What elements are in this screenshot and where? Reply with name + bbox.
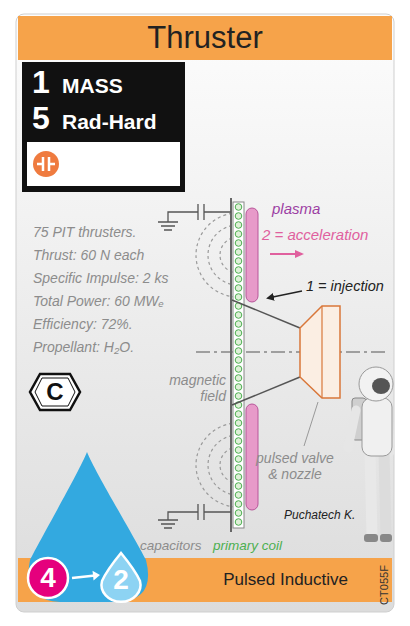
- spec-line: Thrust: 60 N each: [33, 247, 144, 263]
- type-band: Pulsed Inductive: [18, 558, 392, 602]
- capacitor-symbol: [158, 204, 231, 230]
- hexagon-badge: C: [28, 372, 82, 412]
- leader-line: [304, 402, 318, 446]
- nozzle-cone: [232, 300, 300, 328]
- rad-hard-label: Rad-Hard: [62, 110, 157, 134]
- spec-line: Efficiency: 72%.: [33, 316, 133, 332]
- mass-value: 1: [32, 64, 50, 101]
- card-ground: [16, 14, 394, 612]
- spec-line: Specific Impulse: 2 ks: [33, 270, 168, 286]
- coil-winding: [235, 438, 242, 445]
- coil-winding: [235, 447, 242, 454]
- astronaut-figure: [380, 534, 392, 542]
- valve-label: pulsed valve & nozzle: [252, 450, 338, 482]
- coil-winding: [235, 231, 242, 238]
- coil-housing: [233, 202, 244, 528]
- coil-winding: [235, 456, 242, 463]
- coil-winding: [235, 501, 242, 508]
- injection-arrow: [268, 291, 302, 298]
- coil-winding: [235, 474, 242, 481]
- capacitor-label: capacitors: [140, 538, 202, 553]
- hexagon-badge-shape: [30, 374, 80, 410]
- injection-label: 1 = injection: [306, 278, 384, 294]
- coil-winding: [235, 249, 242, 256]
- coil-winding: [235, 213, 242, 220]
- coil-winding: [235, 276, 242, 283]
- stats-box-shape: [22, 62, 185, 192]
- plate: [230, 198, 232, 532]
- pulsed-valve: [300, 306, 340, 398]
- coil-winding: [235, 420, 242, 427]
- astronaut-figure: [384, 452, 386, 536]
- astronaut-figure: [359, 367, 393, 401]
- hexagon-badge-shape: [35, 378, 75, 406]
- spec-line: Propellant: H₂O.: [33, 339, 134, 355]
- spec-line: 75 PIT thrusters.: [33, 224, 136, 240]
- axis-line: [196, 351, 386, 352]
- coil-winding: [235, 366, 242, 373]
- card-title: Thruster: [18, 16, 392, 60]
- coil-winding: [235, 483, 242, 490]
- thrust-value: 4: [40, 562, 56, 594]
- astronaut-figure: [370, 452, 372, 536]
- primary-coil: [235, 204, 242, 526]
- coil-winding: [235, 348, 242, 355]
- coil-winding: [235, 285, 242, 292]
- stats-box: 1 MASS 5 Rad-Hard: [22, 62, 185, 192]
- stats-box-shape: [37, 157, 55, 171]
- nozzle-cone: [232, 300, 300, 405]
- coil-winding: [235, 510, 242, 517]
- coil-winding: [235, 312, 242, 319]
- coil-winding: [235, 204, 242, 211]
- artist-credit: Puchatech K.: [284, 508, 355, 522]
- fuel-value: 2: [113, 564, 129, 596]
- stats-box-shape: [27, 142, 180, 186]
- coil-winding: [235, 222, 242, 229]
- coil-label: primary coil: [213, 538, 282, 553]
- type-band-shape: [18, 558, 392, 602]
- plasma-label: plasma: [272, 200, 320, 217]
- thruster-type: Pulsed Inductive: [223, 570, 348, 590]
- stats-box-shape: [33, 151, 59, 177]
- header-band: [18, 16, 392, 60]
- card-code: CT055F: [378, 565, 390, 605]
- astronaut-figure: [364, 534, 378, 542]
- capacitor-symbol: [158, 504, 231, 528]
- acceleration-label: 2 = acceleration: [262, 226, 368, 243]
- plasma-sheet: [246, 208, 258, 302]
- valve-edge: [321, 306, 322, 398]
- coil-winding: [235, 384, 242, 391]
- coil-winding: [235, 429, 242, 436]
- rad-hard-value: 5: [32, 100, 50, 137]
- astronaut-figure: [348, 410, 356, 448]
- astronaut-figure: [362, 398, 392, 456]
- coil-winding: [235, 240, 242, 247]
- thrust-circle-shape: [28, 558, 68, 598]
- coil-winding: [235, 330, 242, 337]
- coil-winding: [235, 339, 242, 346]
- coil-winding: [235, 411, 242, 418]
- coil-winding: [235, 519, 242, 526]
- spec-line: Total Power: 60 MWₑ: [33, 293, 164, 309]
- fuel-drop: 2: [98, 550, 144, 600]
- field-label: magnetic field: [160, 372, 226, 404]
- coil-winding: [235, 465, 242, 472]
- acceleration-arrow: [270, 253, 302, 255]
- coil-winding: [235, 492, 242, 499]
- nozzle-cone: [232, 377, 300, 405]
- coil-winding: [235, 258, 242, 265]
- astronaut-figure: [372, 378, 390, 394]
- coil-winding: [235, 321, 242, 328]
- coil-winding: [235, 294, 242, 301]
- coil-winding: [235, 267, 242, 274]
- coil-winding: [235, 393, 242, 400]
- spectral-letter: C: [46, 378, 63, 406]
- thrust-circle: 4: [26, 556, 70, 600]
- coil-winding: [235, 357, 242, 364]
- coil-winding: [235, 375, 242, 382]
- mass-label: MASS: [62, 74, 123, 98]
